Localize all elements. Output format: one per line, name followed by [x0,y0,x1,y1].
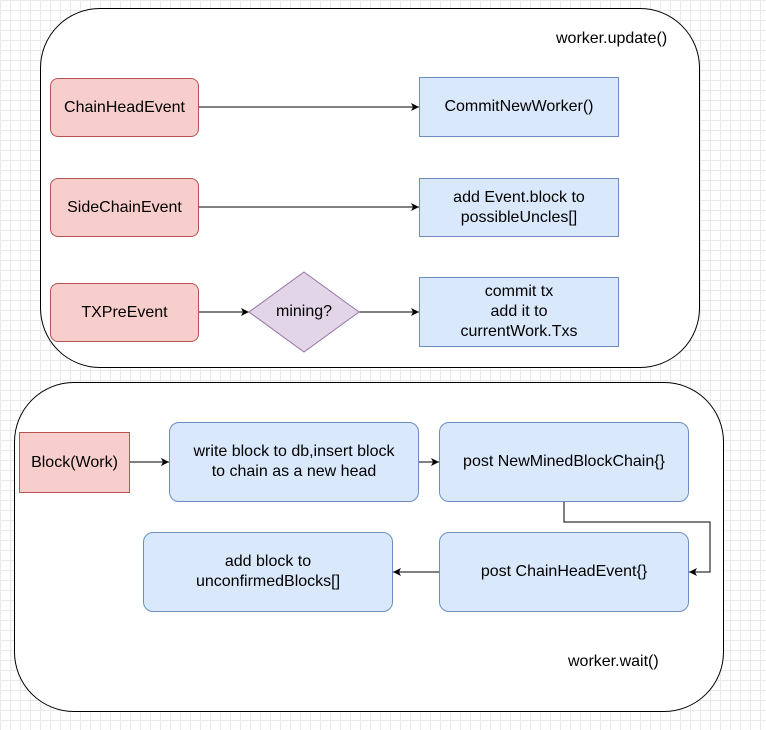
post-chain-head-event-node: post ChainHeadEvent{} [439,532,689,612]
block-work-node: Block(Work) [19,432,130,493]
chain-head-event-node: ChainHeadEvent [50,78,199,137]
worker-update-label: worker.update() [556,30,668,47]
add-to-unconfirmed-blocks-node: add block to unconfirmedBlocks[] [143,532,393,612]
add-to-possible-uncles-node: add Event.block to possibleUncles[] [419,178,619,237]
mining-decision-label: mining? [275,303,333,320]
tx-pre-event-node: TXPreEvent [50,283,199,342]
post-new-mined-block-chain-node: post NewMinedBlockChain{} [439,422,689,502]
write-block-to-db-node: write block to db,insert block to chain … [169,422,419,502]
mining-decision-diamond [248,271,360,353]
commit-tx-node: commit tx add it to currentWork.Txs [419,277,619,347]
arrow-post-mined-to-post-chainhead [563,502,711,576]
commit-new-worker-node: CommitNewWorker() [419,77,619,137]
worker-wait-label: worker.wait() [568,653,659,670]
side-chain-event-node: SideChainEvent [50,178,199,237]
